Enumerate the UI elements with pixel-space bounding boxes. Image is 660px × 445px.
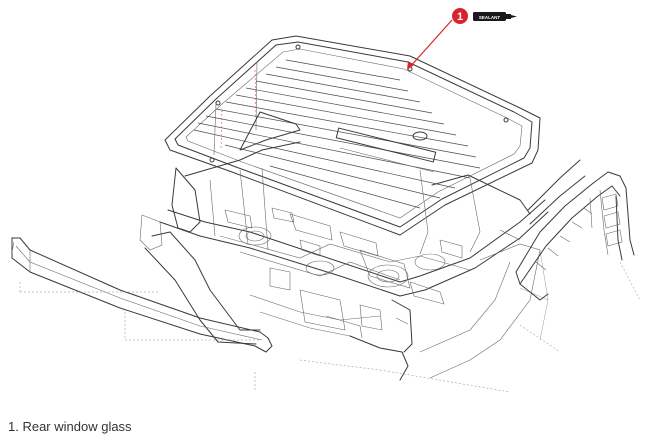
trunk-floor-structure <box>219 207 471 305</box>
rear-window-installation-diagram: 1 SEALANT <box>11 8 641 393</box>
lower-trim-strip <box>11 237 273 353</box>
callout-arrowhead <box>407 61 414 70</box>
callout-number: 1 <box>457 11 463 23</box>
body-opening-frame <box>139 111 549 297</box>
installation-guide-lines <box>19 261 641 393</box>
callout-1: 1 SEALANT <box>407 8 517 70</box>
right-quarter-panel <box>419 159 586 379</box>
figure-caption: 1. Rear window glass <box>8 419 132 434</box>
callout-number-circle <box>452 8 468 24</box>
callout-leader <box>408 19 453 69</box>
sealant-label: SEALANT <box>479 15 501 20</box>
sealant-tube-icon: SEALANT <box>473 12 517 21</box>
rear-window-glass <box>164 35 541 236</box>
rear-pillar-trim <box>515 171 635 301</box>
defroster-grid <box>193 59 481 209</box>
left-lower-body <box>144 231 413 381</box>
